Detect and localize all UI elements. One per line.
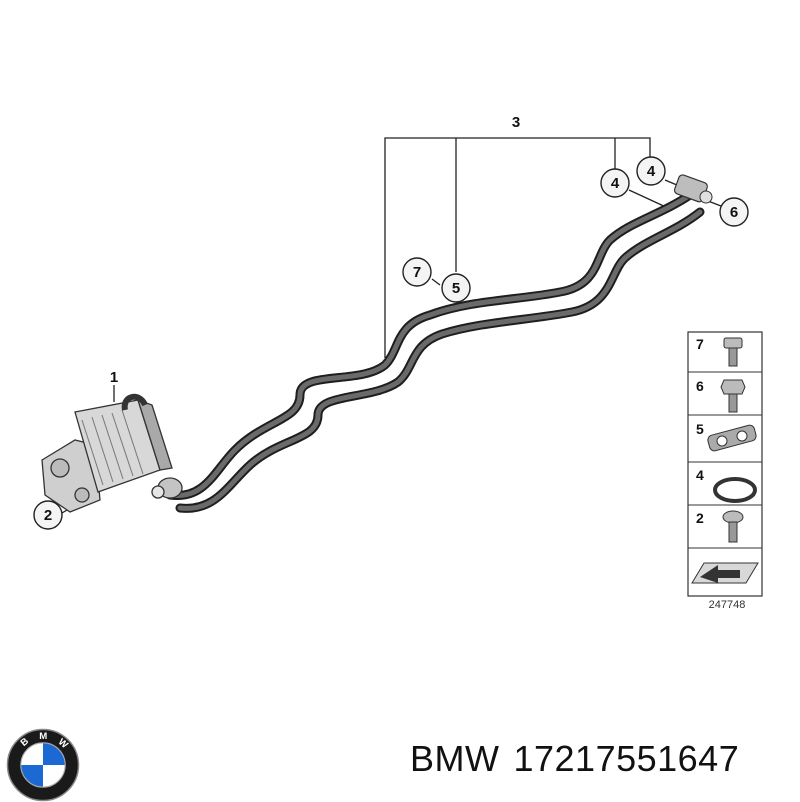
part-caption: BMW 17217551647	[410, 738, 753, 780]
callout-2: 2	[44, 507, 52, 524]
brand-name: BMW	[410, 738, 500, 779]
legend-number-5: 5	[696, 421, 704, 437]
coolant-pipes	[165, 190, 705, 513]
oil-cooler	[41, 393, 183, 513]
pipe-clamp-icon	[707, 424, 757, 452]
svg-text:M: M	[39, 731, 47, 742]
pipe-end-fitting	[673, 174, 713, 204]
callout-circles	[33, 156, 749, 530]
legend-number-2: 2	[696, 510, 704, 526]
callout-3: 3	[512, 114, 520, 131]
callout-6: 6	[730, 204, 738, 221]
callout-4b: 4	[647, 163, 656, 180]
callout-7: 7	[413, 264, 421, 281]
bolt-flange-icon	[723, 337, 743, 367]
legend-number-4: 4	[696, 467, 704, 483]
bmw-logo-icon: B M W	[6, 728, 80, 802]
arrow-plate-icon	[691, 562, 759, 584]
parts-legend: 7 6 5 4 2	[687, 331, 763, 597]
torx-bolt-icon	[722, 510, 744, 543]
legend-number-6: 6	[696, 378, 704, 394]
o-ring-icon	[713, 477, 757, 503]
legend-number-7: 7	[696, 336, 704, 352]
callout-4a: 4	[611, 175, 620, 192]
reference-code: 247748	[709, 599, 746, 611]
leader-lines	[61, 137, 722, 514]
part-number: 17217551647	[513, 738, 740, 779]
callout-1: 1	[110, 369, 118, 386]
callout-5: 5	[452, 280, 460, 297]
hex-bolt-icon	[720, 379, 746, 413]
